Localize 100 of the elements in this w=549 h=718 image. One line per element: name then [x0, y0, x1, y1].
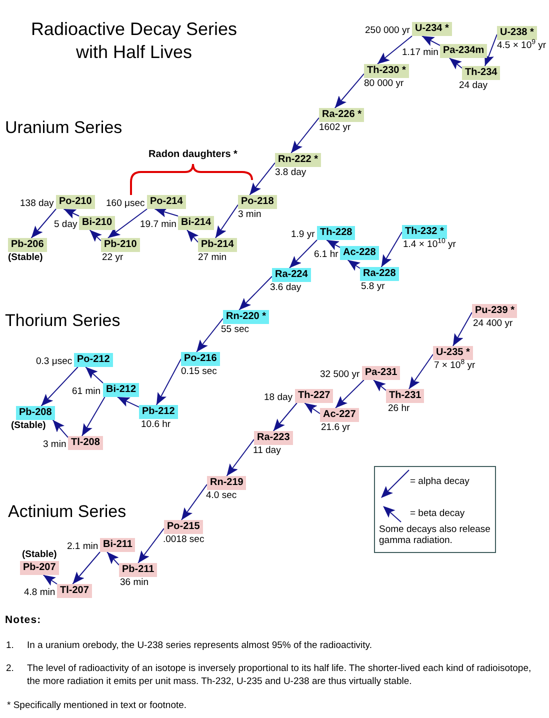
decay-arrow: [40, 366, 78, 406]
isotope-label: Th-228: [317, 226, 356, 240]
note-text: The level of radioactivity of an isotope is inversely proportional to its half life. The shorter-lived each kind of radioisotope, the more radiation it emits per unit mass. Th-232, U-235 and U-238 are thus virtually stable.: [27, 662, 532, 688]
section-heading: Actinium Series: [8, 502, 126, 522]
half-life-label: 4.8 min: [24, 586, 56, 598]
decay-arrow: [52, 420, 68, 438]
legend-label: = alpha decay: [410, 476, 470, 487]
half-life-label: 4.0 sec: [206, 490, 237, 501]
legend-note: Some decays also release gamma radiation.: [379, 524, 492, 546]
stability-note: (Stable): [22, 549, 57, 560]
decay-arrow: [156, 358, 182, 406]
isotope-label: Pb-207: [20, 561, 59, 575]
isotope-label: Ac-228: [340, 246, 379, 260]
isotope-label: Pu-239 *: [472, 304, 518, 318]
isotope-label: Bi-214: [178, 216, 214, 230]
half-life-label: 6.1 hr: [314, 248, 338, 260]
half-life-label: 4.5 × 10$^{9}$ yr: [497, 40, 546, 51]
isotope-label: Po-218: [238, 195, 277, 209]
decay-arrow: [30, 208, 56, 238]
isotope-label: Bi-210: [79, 216, 116, 230]
decay-arrow: [376, 36, 412, 64]
half-life-label: 7 × 10$^{8}$ yr: [434, 360, 476, 371]
decay-arrow: [304, 402, 320, 414]
isotope-label: Th-230 *: [364, 64, 409, 78]
isotope-label: Ra-223: [254, 431, 293, 445]
decay-arrow: [380, 232, 402, 268]
isotope-label: Rn-219: [207, 476, 246, 490]
isotope-label: Po-216: [181, 352, 220, 366]
decay-arrow: [238, 276, 272, 310]
decay-arrow: [249, 162, 276, 196]
half-life-label: 10.6 hr: [141, 419, 171, 430]
half-life-label: 0.15 sec: [181, 366, 217, 377]
decay-arrow: [42, 574, 58, 586]
isotope-label: Pb-208: [16, 406, 55, 420]
decay-arrow: [347, 260, 360, 271]
isotope-label: Th-227: [295, 389, 334, 403]
stability-note: (Stable): [8, 252, 43, 263]
half-life-label: 24 400 yr: [473, 318, 513, 329]
isotope-label: Po-212: [74, 353, 113, 367]
decay-arrow: [107, 208, 148, 238]
half-life-label: 36 min: [120, 577, 149, 588]
half-life-label: 3.6 day: [270, 282, 302, 293]
isotope-label: Ra-226 *: [319, 108, 364, 122]
decay-arrow: [196, 318, 224, 352]
decay-arrow: [154, 208, 178, 218]
decay-arrow: [290, 117, 320, 154]
decay-arrow: [326, 240, 340, 250]
decay-arrow: [85, 366, 104, 384]
isotope-label: Ra-228: [360, 267, 399, 281]
isotope-label: Pa-234m: [440, 44, 488, 58]
half-life-label: 2.1 min: [67, 540, 98, 552]
isotope-label: Tl-208: [68, 436, 103, 450]
decay-arrow: [116, 396, 140, 408]
isotope-label: Po-214: [147, 195, 186, 209]
footnote: * Specifically mentioned in text or footnote.: [7, 699, 187, 712]
isotope-label: Pb-212: [139, 405, 178, 419]
half-life-label: 5.8 yr: [361, 281, 385, 292]
decay-arrow: [421, 36, 440, 46]
half-life-label: 250 000 yr: [365, 24, 410, 36]
half-life-label: 21.6 yr: [321, 422, 350, 433]
note-number: 1.: [6, 639, 14, 652]
decay-arrow: [452, 312, 472, 346]
stability-note: (Stable): [11, 420, 46, 431]
half-life-label: 19.7 min: [140, 218, 176, 230]
group-label: Radon daughters *: [148, 149, 238, 161]
isotope-label: U-238 *: [497, 26, 537, 40]
half-life-label: 1602 yr: [319, 122, 351, 133]
section-heading: Thorium Series: [5, 311, 120, 331]
decay-arrow: [272, 402, 298, 432]
isotope-label: Po-210: [56, 195, 95, 209]
decay-arrow: [89, 230, 102, 242]
isotope-label: Rn-222 *: [275, 153, 322, 167]
half-life-label: 5 day: [54, 218, 78, 230]
decay-arrow: [106, 552, 120, 566]
decay-arrow: [408, 354, 434, 390]
decay-arrow: [484, 34, 498, 66]
decay-arrow: [214, 204, 238, 238]
isotope-label: Tl-207: [57, 584, 92, 598]
isotope-label: Pb-210: [101, 238, 140, 252]
half-life-label: 11 day: [253, 445, 281, 456]
half-life-label: 27 min: [198, 252, 227, 263]
half-life-label: 32 500 yr: [320, 368, 360, 380]
half-life-label: 160 μsec: [106, 198, 145, 208]
note-text: In a uranium orebody, the U-238 series represents almost 95% of the radioactivity.: [27, 639, 372, 652]
half-life-label: 0.3 μsec: [36, 356, 72, 366]
decay-arrow: [334, 73, 364, 108]
half-life-label: 138 day: [20, 198, 54, 208]
half-life-label: 26 hr: [388, 403, 410, 414]
decay-arrow: [226, 438, 254, 476]
half-life-label: 3 min: [43, 438, 66, 450]
half-life-label: 61 min: [72, 386, 101, 396]
decay-arrow: [180, 484, 208, 520]
decay-arrow: [335, 380, 364, 408]
title: Radioactive Decay Series with Half Lives: [30, 18, 238, 64]
isotope-label: Rn-220 *: [223, 310, 270, 324]
section-heading: Uranium Series: [5, 118, 122, 138]
isotope-label: Th-232 *: [402, 225, 447, 239]
isotope-label: Bi-212: [103, 383, 140, 397]
half-life-label: 3.8 day: [275, 167, 306, 178]
decay-arrow: [448, 58, 462, 70]
